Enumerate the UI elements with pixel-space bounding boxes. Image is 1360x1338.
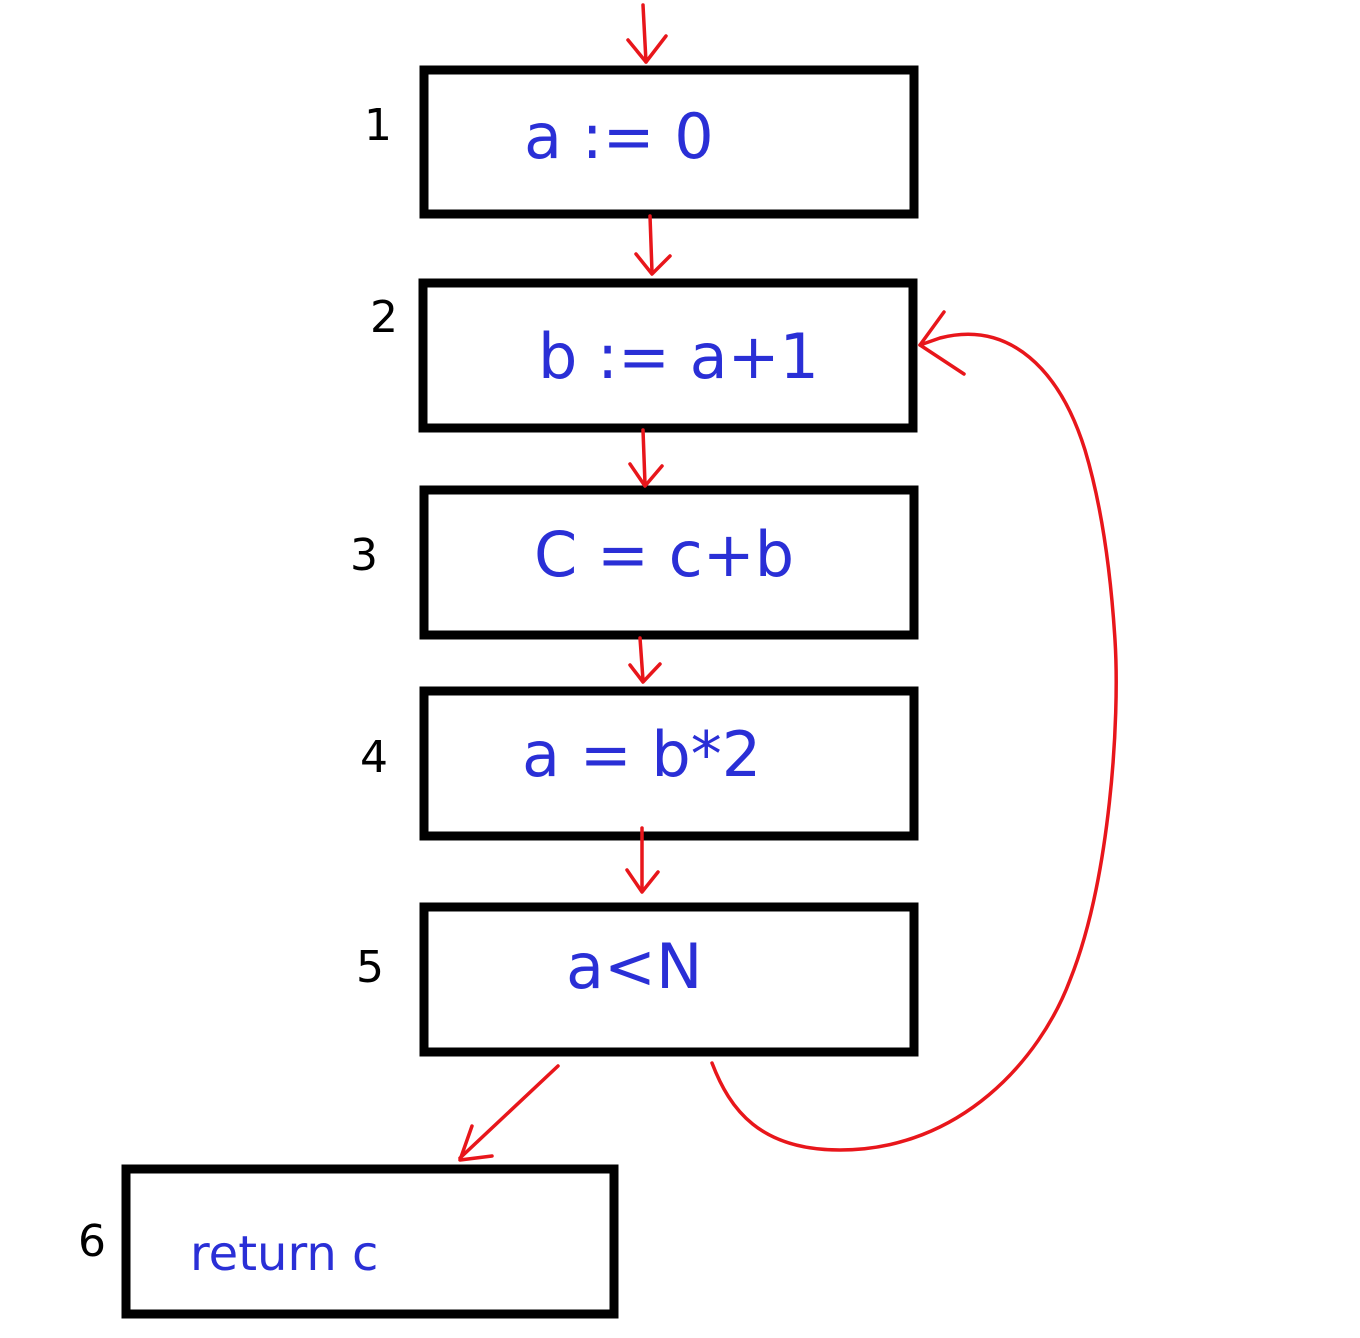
block-5-box [419, 902, 919, 1057]
block-1-code: a := 0 [524, 100, 714, 173]
block-2-number: 2 [370, 292, 398, 343]
block-1-box [419, 65, 919, 219]
block-4-code: a = b*2 [522, 718, 761, 791]
block-2-code: b := a+1 [538, 320, 819, 393]
edge-5-to-6 [458, 1064, 560, 1162]
back-edge-5-to-2 [710, 310, 1118, 1152]
block-2-box [418, 278, 918, 433]
block-3-code: C = c+b [534, 518, 794, 591]
block-4-box [419, 686, 919, 841]
block-6-code: return c [190, 1226, 378, 1282]
block-6-number: 6 [78, 1216, 106, 1267]
basic-block-4: a = b*2 4 [360, 686, 919, 841]
block-4-number: 4 [360, 732, 388, 783]
edge-3-to-4 [628, 636, 662, 684]
block-5-number: 5 [356, 942, 384, 993]
edge-entry-to-1 [626, 3, 668, 64]
basic-block-5: a<N 5 [356, 902, 919, 1057]
block-3-number: 3 [350, 530, 378, 581]
block-1-number: 1 [364, 100, 392, 151]
edge-2-to-3 [628, 428, 664, 488]
block-3-box [419, 485, 919, 640]
basic-block-2: b := a+1 2 [370, 278, 918, 433]
basic-block-3: C = c+b 3 [350, 485, 919, 640]
block-5-code: a<N [566, 930, 702, 1003]
basic-block-1: a := 0 1 [364, 65, 919, 219]
edge-1-to-2 [634, 214, 672, 276]
block-6-box [121, 1164, 619, 1319]
edge-4-to-5 [625, 826, 660, 894]
basic-block-6: return c 6 [78, 1164, 619, 1319]
